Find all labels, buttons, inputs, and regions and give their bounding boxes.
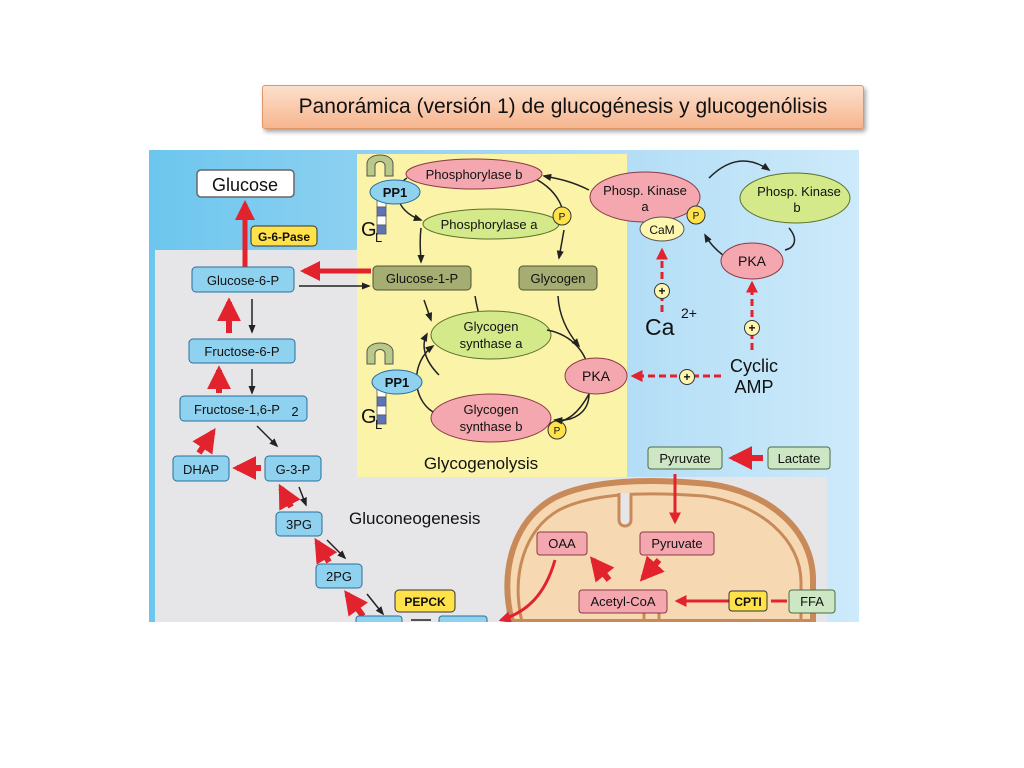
dhap-label: DHAP [183, 462, 219, 477]
oaa-box [536, 531, 588, 556]
phosphorylase-a-label: Phosphorylase a [441, 217, 539, 232]
g3p-label: G-3-P [276, 462, 311, 477]
ffa-label: FFA [800, 594, 824, 609]
cyclic-amp-label-2: AMP [734, 377, 773, 397]
glucose-label: Glucose [212, 175, 278, 195]
g6pase-label: G-6-Pase [258, 230, 310, 244]
camp-plus-label-vertical: + [748, 321, 755, 335]
pp1-bottom-complex [366, 342, 423, 425]
cpti-label: CPTI [734, 595, 761, 609]
pka-right-node [720, 242, 784, 280]
glycogen-synthase-b-node [430, 393, 552, 443]
2pg-label: 2PG [326, 569, 352, 584]
phosp-kinase-b-label-1: Phosp. Kinase [757, 184, 841, 199]
pka-center-label: PKA [582, 368, 611, 384]
pp1-top-label: PP1 [383, 185, 408, 200]
glycogen-synthase-a-label-2: synthase a [460, 336, 524, 351]
3pg-box [275, 511, 323, 537]
glucose-1-p-label: Glucose-1-P [386, 271, 458, 286]
gl-top-label: G [361, 219, 377, 241]
pepck-label: PEPCK [404, 595, 446, 609]
pyruvate-mito-box [639, 531, 715, 556]
ca-label: Ca [645, 314, 675, 340]
phosp-kinase-a-label-2: a [641, 199, 649, 214]
camp-plus-circle-horizontal [679, 369, 695, 385]
glycogen-synthase-b-label-1: Glycogen [464, 402, 519, 417]
phosp-kinase-a-p-label: P [693, 211, 700, 222]
cam-label: CaM [649, 223, 674, 237]
2pg-box [315, 563, 363, 589]
glycogen-synthase-b-p-label: P [554, 426, 561, 437]
glucose-box [196, 169, 295, 198]
camp-plus-label-horizontal: + [683, 370, 690, 384]
cam-node [639, 216, 685, 242]
phosp-kinase-a-label-1: Phosp. Kinase [603, 183, 687, 198]
glycogenolysis-label: Glycogenolysis [424, 454, 538, 473]
gluconeogenesis-label: Gluconeogenesis [349, 509, 480, 528]
phosp-kinase-b-node [739, 172, 851, 224]
oaa-label: OAA [548, 536, 576, 551]
phosphorylase-a-p-label: P [559, 212, 566, 223]
fructose-6-p-box [188, 338, 296, 364]
gl-bottom-subscript: L [375, 417, 382, 432]
acetyl-coa-label: Acetyl-CoA [590, 594, 655, 609]
camp-plus-circle-vertical [744, 320, 760, 336]
glucose-1-p-box [372, 265, 472, 291]
phosphorylase-b-node [405, 158, 543, 190]
pepck-tag [394, 589, 456, 613]
ca-charge-label: 2+ [681, 305, 697, 321]
phosp-kinase-b-label-2: b [793, 200, 800, 215]
cyclic-amp-label-1: Cyclic [730, 356, 778, 376]
pyruvate-top-label: Pyruvate [659, 451, 710, 466]
glycogen-synthase-a-label-1: Glycogen [464, 319, 519, 334]
phosphorylase-a-p-tag [552, 206, 572, 226]
fructose-16-p-box [179, 395, 308, 422]
fructose-16-p-label: Fructose-1,6-P [194, 402, 280, 417]
acetyl-coa-box [578, 589, 668, 614]
pp1-top-complex [366, 154, 421, 235]
pyruvate-top-box [647, 446, 723, 470]
slide-title: Panorámica (versión 1) de glucogénesis y… [262, 85, 864, 129]
g3p-box [264, 455, 322, 482]
glycogen-box [518, 265, 598, 291]
fructose-6-p-label: Fructose-6-P [204, 344, 279, 359]
glycogen-synthase-a-node [430, 310, 552, 360]
phosphorylase-b-label: Phosphorylase b [426, 167, 523, 182]
pka-center-node [564, 357, 628, 395]
glycogen-label: Glycogen [531, 271, 586, 286]
pka-right-label: PKA [738, 253, 767, 269]
ca-plus-circle [654, 283, 670, 299]
cpti-tag [728, 590, 768, 612]
gl-bottom-label: G [361, 406, 377, 428]
g6pase-tag [250, 225, 318, 247]
3pg-label: 3PG [286, 517, 312, 532]
metabolism-diagram: Glucose G-6-Pase Glucose-6-P Fructose-6-… [149, 150, 859, 622]
glucose-6-p-label: Glucose-6-P [207, 273, 279, 288]
fructose-16-p-subscript: 2 [291, 404, 298, 419]
glucose-6-p-box [191, 266, 295, 293]
pyruvate-mito-label: Pyruvate [651, 536, 702, 551]
phosp-kinase-a-p-tag [686, 205, 706, 225]
lactate-box [767, 446, 831, 470]
glycogen-synthase-b-label-2: synthase b [460, 419, 523, 434]
ffa-box [788, 589, 836, 614]
pep-box-partial [355, 615, 403, 622]
ca-plus-label: + [658, 284, 665, 298]
pp1-bottom-label: PP1 [385, 375, 410, 390]
gl-top-subscript: L [375, 230, 382, 245]
lactate-label: Lactate [778, 451, 821, 466]
oaa-cyto-box-partial [438, 615, 488, 622]
dhap-box [172, 455, 230, 482]
